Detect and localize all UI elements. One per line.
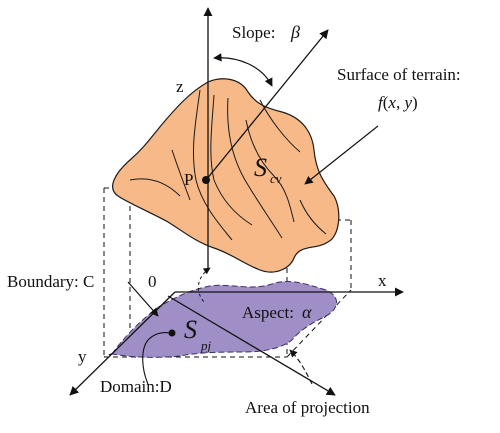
beta-label: β bbox=[290, 22, 300, 42]
x-axis-label: x bbox=[378, 271, 387, 290]
slope-line bbox=[205, 29, 329, 181]
surface-pointer-arrow bbox=[304, 125, 379, 185]
s-cv-label: S bbox=[254, 153, 267, 182]
alpha-label: α bbox=[302, 302, 312, 322]
projection-area-shape bbox=[111, 281, 337, 358]
origin-label: 0 bbox=[148, 272, 157, 291]
s-cv-subscript: cv bbox=[270, 171, 282, 186]
surface-label: Surface of terrain: bbox=[337, 65, 461, 84]
z-label: z bbox=[176, 77, 184, 96]
aspect-angle-arc bbox=[197, 267, 211, 303]
s-pj-subscript: pj bbox=[200, 338, 212, 353]
y-axis-label: y bbox=[78, 347, 87, 366]
domain-pointer-curve bbox=[142, 331, 171, 385]
aspect-label: Aspect: bbox=[242, 303, 294, 322]
area-label: Area of projection bbox=[245, 398, 370, 417]
terrain-surface-shape bbox=[112, 78, 340, 273]
boundary-pointer-arrow bbox=[127, 281, 159, 317]
domain-point bbox=[168, 329, 176, 337]
s-pj-label: S bbox=[184, 315, 197, 344]
area-pointer-arrow bbox=[289, 349, 313, 385]
point-p bbox=[202, 176, 210, 184]
boundary-label: Boundary: C bbox=[7, 272, 94, 291]
surface-function: f(x, y) bbox=[378, 93, 418, 112]
slope-label: Slope: bbox=[232, 23, 275, 42]
slope-angle-arc bbox=[213, 53, 273, 87]
terrain-ridge-lines bbox=[129, 89, 327, 241]
p-label: P bbox=[184, 170, 193, 189]
projected-direction-line bbox=[167, 295, 336, 396]
domain-label: Domain:D bbox=[100, 377, 172, 396]
